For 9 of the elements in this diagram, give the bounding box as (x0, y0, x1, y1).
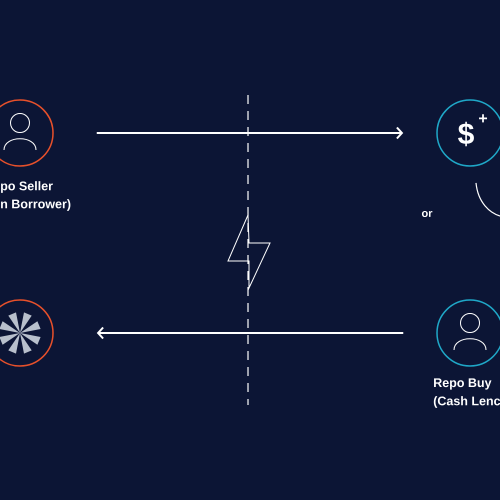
person-label: Repo Buy (434, 378, 492, 390)
person-label: po Seller (1, 181, 53, 193)
plus-sign: + (479, 114, 488, 122)
dollar-sign: $ (458, 122, 474, 146)
arrow (96, 126, 404, 140)
person-label: (Cash Lenc (434, 396, 500, 408)
arrow (96, 326, 404, 340)
person-label: n Borrower) (1, 199, 70, 211)
or-label: or (422, 210, 432, 218)
